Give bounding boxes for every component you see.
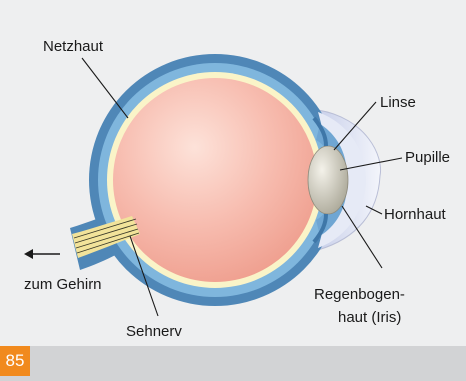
label-hornhaut: Hornhaut	[384, 206, 446, 223]
lens	[308, 146, 348, 214]
label-sehnerv: Sehnerv	[126, 323, 182, 340]
label-pupille: Pupille	[405, 149, 450, 166]
label-regenbogenhaut-1: Regenbogen-	[314, 286, 405, 303]
page-number-badge: 85	[0, 346, 30, 376]
label-linse: Linse	[380, 94, 416, 111]
label-zum-gehirn: zum Gehirn	[24, 276, 102, 293]
vitreous-body	[113, 78, 317, 282]
label-regenbogenhaut-2: haut (Iris)	[338, 309, 401, 326]
label-netzhaut: Netzhaut	[43, 38, 103, 55]
